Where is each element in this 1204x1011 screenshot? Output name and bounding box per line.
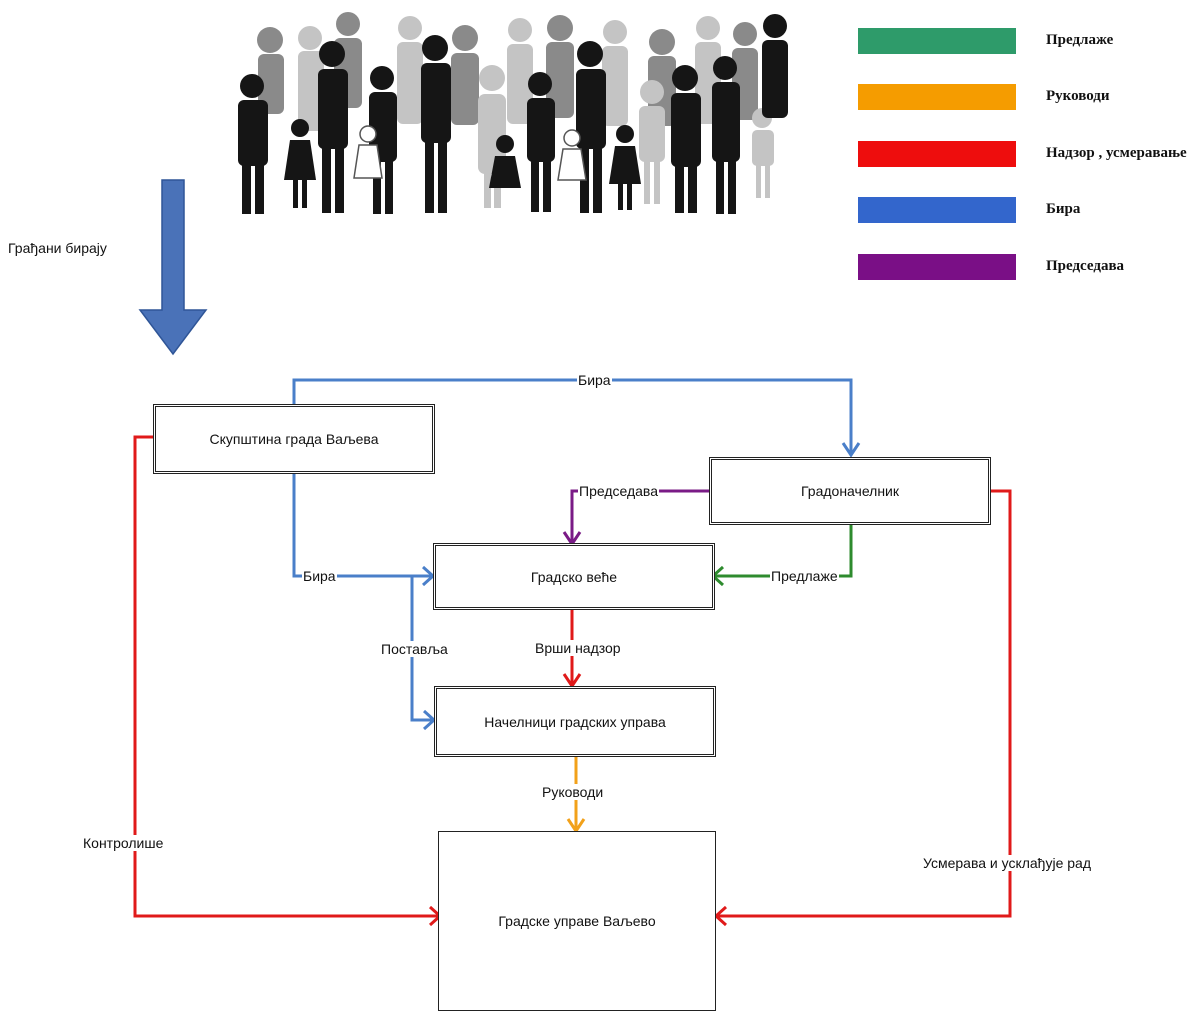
label-preside: Председава	[578, 483, 659, 499]
edge-controls	[133, 435, 440, 918]
edge-appoints	[410, 576, 434, 722]
node-administration-heads: Начелници градских управа	[434, 686, 716, 757]
node-mayor: Градоначелник	[709, 457, 991, 525]
citizens-caption: Грађани бирају	[8, 240, 107, 256]
label-directs: Усмерава и усклађује рад	[922, 855, 1092, 871]
legend-swatch-proposes	[858, 28, 1016, 54]
label-manages: Руководи	[541, 784, 605, 800]
edge-directs	[716, 489, 1012, 918]
edge-directs-head	[713, 905, 728, 927]
citizens-vote-arrow-icon	[138, 179, 208, 356]
legend-swatch-presides	[858, 254, 1016, 280]
legend-label-presides: Председава	[1046, 258, 1125, 274]
legend-swatch-manages	[858, 84, 1016, 110]
legend-label-elects: Бира	[1046, 201, 1081, 217]
label-propose: Предлаже	[770, 568, 839, 584]
edge-propose	[713, 525, 853, 578]
edge-assembly-council	[292, 474, 433, 578]
legend-swatch-supervision	[858, 141, 1016, 167]
edge-preside	[570, 489, 709, 544]
legend-label-proposes: Предлаже	[1046, 32, 1114, 48]
node-city-assembly: Скупштина града Ваљева	[153, 404, 435, 474]
node-city-council: Градско веће	[433, 543, 715, 610]
label-appoints: Поставља	[380, 641, 449, 657]
label-assembly-council: Бира	[302, 568, 337, 584]
legend-label-manages: Руководи	[1046, 88, 1110, 104]
edge-assembly-mayor	[292, 378, 853, 455]
legend-label-supervision: Надзор , усмеравање	[1046, 145, 1187, 161]
label-assembly-mayor: Бира	[577, 372, 612, 388]
label-supervision: Врши надзор	[534, 640, 622, 656]
label-controls: Контролише	[82, 835, 165, 851]
legend-swatch-elects	[858, 197, 1016, 223]
node-city-administrations: Градске управе Ваљево	[438, 831, 716, 1011]
crowd-illustration	[238, 12, 788, 214]
edge-assembly-mayor-head	[841, 442, 861, 458]
